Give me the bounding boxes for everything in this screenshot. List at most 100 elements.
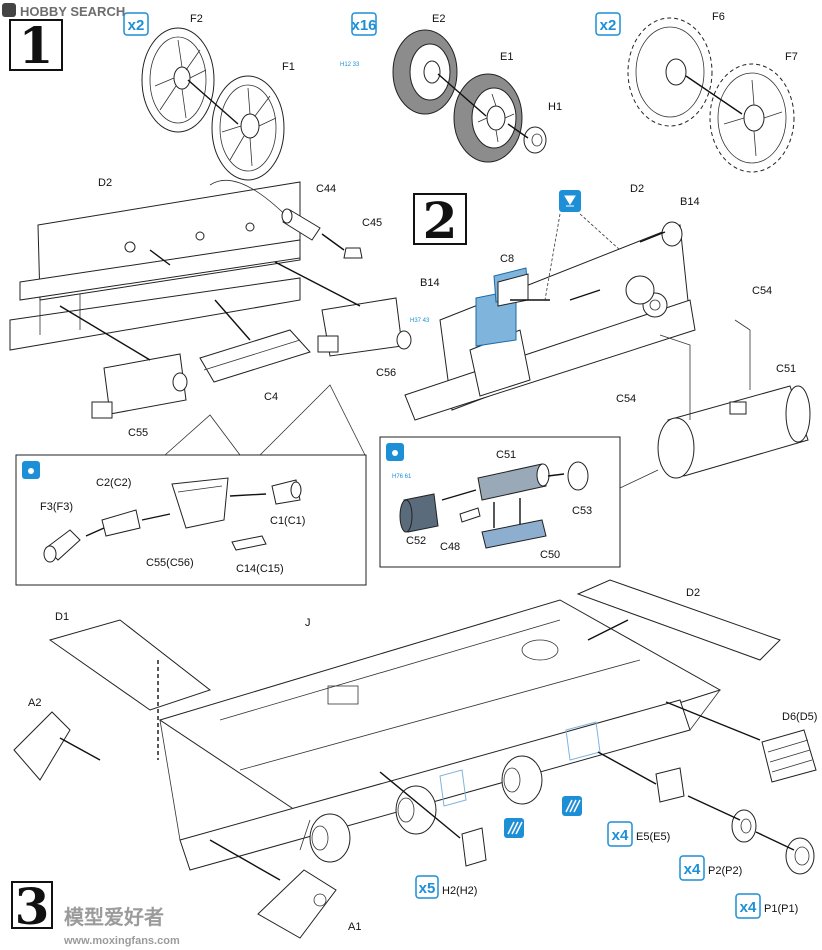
multiplier-sprocket: x2 — [600, 17, 617, 34]
multiplier-badge-e5 — [607, 821, 633, 847]
step-3-number: 3 — [15, 877, 50, 936]
swing-arm-mounts — [309, 755, 543, 863]
label-c2: C2(C2) — [96, 477, 131, 489]
muffler-body-c51 — [477, 463, 550, 501]
label-c54-bottom: C54 — [616, 393, 636, 405]
side-plate-a1 — [257, 869, 337, 939]
hull-side-d2 — [9, 181, 301, 351]
label-a1: A1 — [348, 921, 361, 933]
swing-arm-c55 — [91, 353, 188, 419]
pipe-c48 — [459, 507, 481, 523]
multiplier-h2: x5 — [419, 880, 436, 897]
multiplier-e5: x4 — [612, 827, 629, 844]
multiplier-e: x16 — [351, 17, 376, 34]
label-d6: D6(D5) — [782, 711, 817, 723]
moxingfans-watermark: 模型爱好者 www.moxingfans.com — [63, 905, 180, 947]
muffler-end-c52 — [399, 493, 439, 533]
multiplier-badge-e — [351, 12, 377, 36]
label-c54-right: C54 — [752, 285, 772, 297]
bump-stop-h2 — [461, 827, 487, 867]
clamp-c53 — [567, 461, 589, 491]
multiplier-badge-p1 — [735, 893, 761, 919]
label-c52: C52 — [406, 535, 426, 547]
label-h1: H1 — [548, 101, 562, 113]
label-f6: F6 — [712, 11, 725, 23]
label-c50: C50 — [540, 549, 560, 561]
label-c45: C45 — [362, 217, 382, 229]
road-wheel-e1 — [453, 73, 523, 163]
label-c53: C53 — [572, 505, 592, 517]
multiplier-f: x2 — [128, 17, 145, 34]
hobby-search-logo: HOBBY SEARCH — [2, 3, 125, 19]
watermark-bottom-text: 模型爱好者 — [64, 905, 164, 929]
rear-plate-d2 — [576, 579, 781, 661]
label-b14-top: B14 — [680, 196, 700, 208]
step-1-box — [9, 19, 63, 71]
part-f3 — [43, 529, 81, 563]
hub-cap-h1 — [523, 126, 547, 154]
part-c2 — [101, 509, 141, 537]
paint-marker-1 — [504, 818, 524, 838]
label-c55-c56: C55(C56) — [146, 557, 194, 569]
spindle-e5 — [655, 767, 685, 803]
label-c44: C44 — [316, 183, 336, 195]
label-a2: A2 — [28, 697, 41, 709]
multiplier-badge-p2 — [679, 855, 705, 881]
label-c8: C8 — [500, 253, 514, 265]
watermark-top-text: HOBBY SEARCH — [20, 4, 125, 19]
multiplier-p2: x4 — [684, 861, 701, 878]
glue-icon-dot-1 — [28, 468, 34, 474]
multiplier-badge-sprocket — [595, 12, 621, 36]
part-c55-c56 — [171, 477, 229, 529]
multiplier-badge-h2 — [415, 875, 439, 899]
paint-ref-b14: H37 43 — [410, 318, 430, 324]
muffler-c51 — [657, 385, 811, 479]
front-plate-d1 — [48, 619, 212, 711]
label-d2-step2: D2 — [630, 183, 644, 195]
step-3-box — [11, 881, 53, 929]
label-c56: C56 — [376, 367, 396, 379]
cap-p1 — [785, 837, 815, 875]
step-1-number: 1 — [19, 16, 54, 75]
label-c55: C55 — [128, 427, 148, 439]
bracket-c4 — [199, 329, 311, 383]
grille-d6 — [761, 729, 817, 783]
step-2-box — [413, 193, 467, 245]
label-e2: E2 — [432, 13, 445, 25]
step-2-number: 2 — [423, 191, 458, 250]
label-c51: C51 — [776, 363, 796, 375]
nut-c45 — [343, 247, 363, 259]
b14-roller — [661, 221, 683, 247]
idler-wheel-f2 — [141, 27, 215, 133]
label-c51-detail: C51 — [496, 449, 516, 461]
hull-bottom-j — [158, 599, 722, 871]
cover-c50 — [481, 519, 547, 549]
part-c14 — [231, 535, 267, 551]
idler-wheel-f1 — [211, 75, 285, 181]
label-c1: C1(C1) — [270, 515, 305, 527]
road-wheel-e2 — [392, 29, 458, 115]
glue-icon-dot-2 — [392, 450, 398, 456]
step-1: 1 x2 F2 F1 x16 H12 33 — [9, 11, 798, 586]
glue-cement-glyph — [564, 195, 576, 207]
sprocket-f6 — [627, 17, 713, 127]
step-3: 3 J D1 D2 A2 D6(D5) — [11, 579, 817, 939]
paint-marker-2 — [562, 796, 582, 816]
swing-arm-c56 — [317, 297, 412, 357]
label-c48: C48 — [440, 541, 460, 553]
label-j: J — [305, 617, 311, 629]
step-2: 2 D2 B14 C8 B14 H37 43 C54 C54 — [379, 183, 811, 568]
label-c4: C4 — [264, 391, 278, 403]
label-f7: F7 — [785, 51, 798, 63]
label-f2: F2 — [190, 13, 203, 25]
label-c14: C14(C15) — [236, 563, 284, 575]
side-plate-a2 — [13, 711, 71, 781]
label-p1: P1(P1) — [764, 903, 798, 915]
tube-c44 — [281, 208, 321, 241]
label-e5: E5(E5) — [636, 831, 670, 843]
label-d2-step3: D2 — [686, 587, 700, 599]
part-c1 — [271, 479, 302, 505]
multiplier-badge-f — [123, 12, 149, 36]
label-d2-step1: D2 — [98, 177, 112, 189]
